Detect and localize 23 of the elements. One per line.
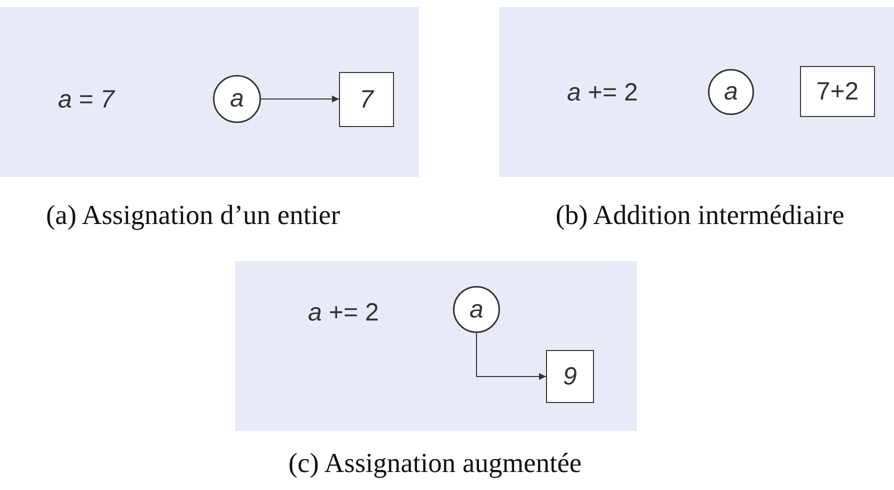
value-box [800, 66, 875, 117]
variable-circle [453, 286, 500, 333]
value-text: 9 [563, 362, 577, 390]
variable-circle [213, 75, 261, 123]
figure-caption: (a) Assignation d’un entier [46, 199, 340, 231]
variable-name: a [230, 85, 244, 113]
variable-name: a [724, 78, 738, 106]
figure-caption: (c) Assignation augmentée [288, 447, 582, 479]
figure-caption: (b) Addition intermédiaire [556, 199, 844, 231]
variable-circle [708, 69, 754, 115]
value-text: 7+2 [816, 78, 859, 106]
diagram-panel [499, 7, 894, 177]
value-box [546, 350, 594, 403]
code-statement: a += 2 [308, 299, 379, 327]
diagram-panel [235, 261, 637, 431]
arrow [260, 96, 340, 102]
diagram-panel [0, 7, 419, 177]
arrow [476, 332, 546, 380]
value-text: 7 [360, 86, 374, 114]
value-box [339, 72, 394, 127]
code-statement: a = 7 [58, 86, 114, 114]
variable-name: a [470, 296, 484, 324]
code-statement: a += 2 [567, 79, 638, 107]
